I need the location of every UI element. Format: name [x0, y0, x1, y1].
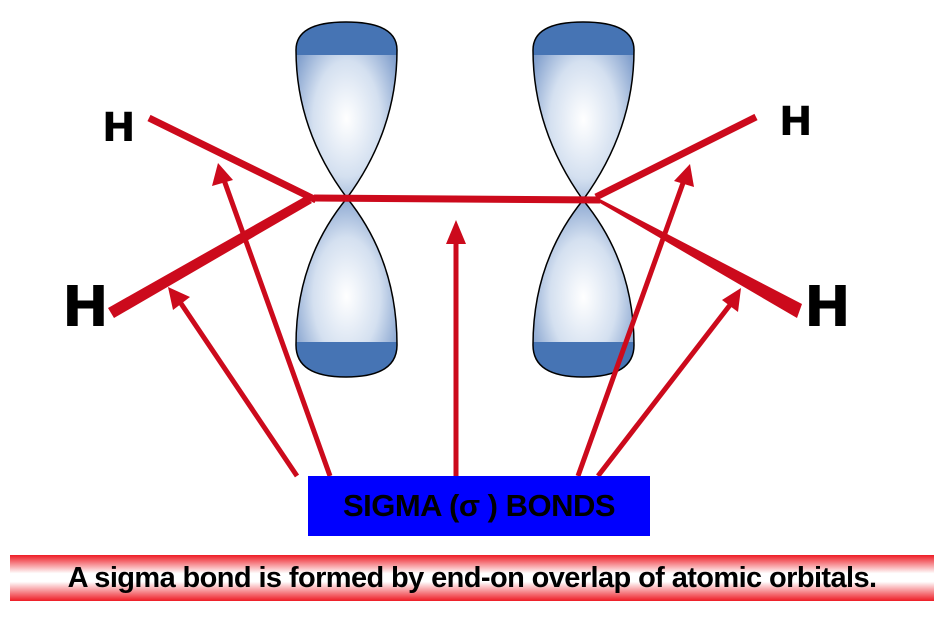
bond-c-h-top-left [147, 114, 318, 204]
bond-c-c [313, 194, 601, 204]
arrow-to-top-right-bond [575, 164, 694, 477]
orbital-lobe-top-left [295, 21, 398, 200]
sigma-bonds-label: SIGMA (σ ) BONDS [342, 488, 616, 523]
sigma-bonds-callout: SIGMA (σ ) BONDS [308, 476, 650, 536]
caption-banner: A sigma bond is formed by end-on overlap… [10, 555, 934, 601]
hydrogen-label-bottom-right: H [804, 275, 851, 340]
bond-c-h-bottom-right [596, 197, 802, 318]
bond-c-h-top-right [594, 113, 758, 201]
bonds [108, 113, 802, 318]
arrows [168, 163, 741, 478]
hydrogen-label-bottom-left: H [62, 275, 109, 340]
bond-c-h-bottom-left [108, 196, 312, 318]
arrow-to-bottom-left-bond [168, 287, 300, 478]
hydrogen-label-top-left: H [102, 105, 136, 151]
hydrogen-label-top-right: H [779, 99, 813, 145]
orbital-lobe-bottom-left [295, 196, 398, 378]
p-orbital-right [532, 21, 635, 378]
arrow-to-top-left-bond [212, 163, 333, 477]
orbital-lobe-bottom-right [532, 198, 635, 378]
orbital-lobe-top-right [532, 21, 635, 202]
arrow-to-bottom-right-bond [596, 288, 741, 478]
arrow-to-c-c-bond [446, 220, 466, 476]
p-orbital-left [295, 21, 398, 378]
caption-text: A sigma bond is formed by end-on overlap… [67, 561, 877, 594]
